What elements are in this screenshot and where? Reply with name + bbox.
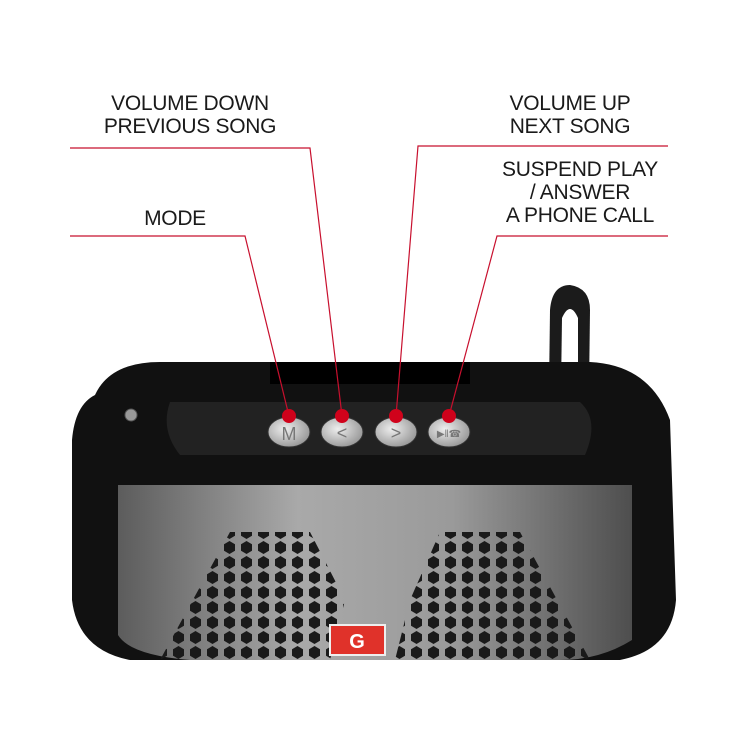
callout-line-volume-up — [395, 145, 668, 417]
marker-dot — [442, 409, 456, 423]
play-phone-glyph: ▶‖☎ — [437, 429, 461, 440]
label-suspend-play: SUSPEND PLAY / ANSWER A PHONE CALL — [490, 158, 670, 227]
label-line: NEXT SONG — [509, 115, 631, 138]
callout-line-volume-down — [70, 147, 343, 417]
label-line: VOLUME UP — [509, 92, 631, 115]
marker-dot — [335, 409, 349, 423]
label-line: MODE — [144, 207, 206, 230]
label-line: / ANSWER — [529, 181, 631, 204]
marker-dot — [282, 409, 296, 423]
label-line: VOLUME DOWN — [111, 92, 269, 115]
label-volume-down: VOLUME DOWN PREVIOUS SONG — [90, 92, 290, 138]
logo-badge — [329, 624, 386, 656]
label-line: PREVIOUS SONG — [103, 115, 277, 138]
callout-markers — [282, 409, 456, 423]
next-glyph: > — [391, 423, 402, 443]
label-volume-up: VOLUME UP NEXT SONG — [480, 92, 660, 138]
speaker-holes-left — [160, 532, 345, 660]
callout-lines — [70, 145, 668, 417]
label-line: SUSPEND PLAY — [502, 158, 658, 181]
screw — [124, 408, 138, 422]
logo-letter: G — [349, 631, 365, 653]
speaker-holes-right — [395, 532, 590, 660]
previous-button[interactable]: < — [320, 416, 364, 448]
mode-glyph: M — [282, 424, 297, 444]
label-line: A PHONE CALL — [505, 204, 655, 227]
callout-line-suspend — [448, 235, 668, 417]
marker-dot — [389, 409, 403, 423]
label-mode: MODE — [120, 207, 230, 230]
callout-line-mode — [70, 235, 290, 417]
previous-glyph: < — [337, 423, 348, 443]
